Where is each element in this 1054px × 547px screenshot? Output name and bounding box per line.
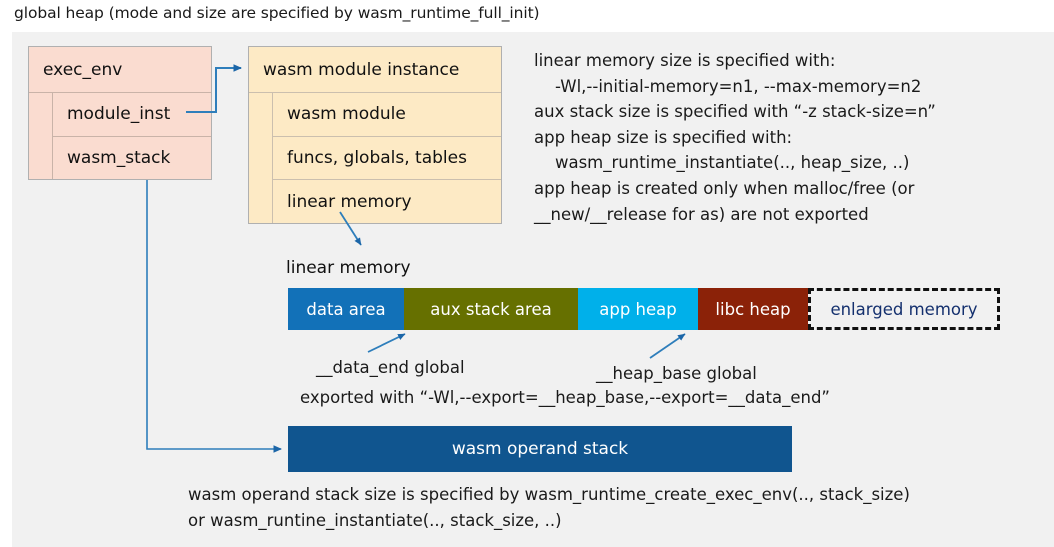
module-instance-row-wasm-module: wasm module bbox=[273, 93, 501, 137]
module-instance-row-linear-memory: linear memory bbox=[273, 180, 501, 224]
exec-env-rows: module_inst wasm_stack bbox=[53, 93, 211, 179]
module-instance-rows: wasm module funcs, globals, tables linea… bbox=[273, 93, 501, 224]
memory-segment-libc-heap: libc heap bbox=[698, 288, 808, 330]
operand-stack-notes: wasm operand stack size is specified by … bbox=[188, 485, 910, 530]
exec-env-row-module-inst: module_inst bbox=[53, 93, 211, 137]
data-end-annotation: __data_end global bbox=[316, 358, 465, 377]
memory-segment-aux-stack-area: aux stack area bbox=[404, 288, 578, 330]
memory-segment-enlarged-memory: enlarged memory bbox=[808, 288, 1000, 330]
page-title: global heap (mode and size are specified… bbox=[14, 4, 540, 22]
memory-segment-data-area: data area bbox=[288, 288, 404, 330]
module-instance-header: wasm module instance bbox=[249, 47, 501, 93]
module-instance-gutter bbox=[249, 93, 273, 223]
heap-base-annotation: __heap_base global bbox=[596, 364, 757, 383]
wasm-module-instance-box: wasm module instance wasm module funcs, … bbox=[248, 46, 502, 224]
exec-env-row-wasm-stack: wasm_stack bbox=[53, 136, 211, 179]
memory-config-notes: linear memory size is specified with: -W… bbox=[534, 51, 936, 224]
module-instance-row-funcs-globals-tables: funcs, globals, tables bbox=[273, 136, 501, 181]
exec-env-box: exec_env module_inst wasm_stack bbox=[28, 46, 212, 180]
exported-globals-annotation: exported with “-Wl,--export=__heap_base,… bbox=[300, 388, 830, 407]
memory-segment-app-heap: app heap bbox=[578, 288, 698, 330]
exec-env-header: exec_env bbox=[29, 47, 211, 93]
linear-memory-label: linear memory bbox=[286, 258, 411, 278]
wasm-operand-stack-bar: wasm operand stack bbox=[288, 426, 792, 472]
exec-env-gutter bbox=[29, 93, 53, 179]
exec-env-body: module_inst wasm_stack bbox=[29, 93, 211, 179]
module-instance-body: wasm module funcs, globals, tables linea… bbox=[249, 93, 501, 224]
